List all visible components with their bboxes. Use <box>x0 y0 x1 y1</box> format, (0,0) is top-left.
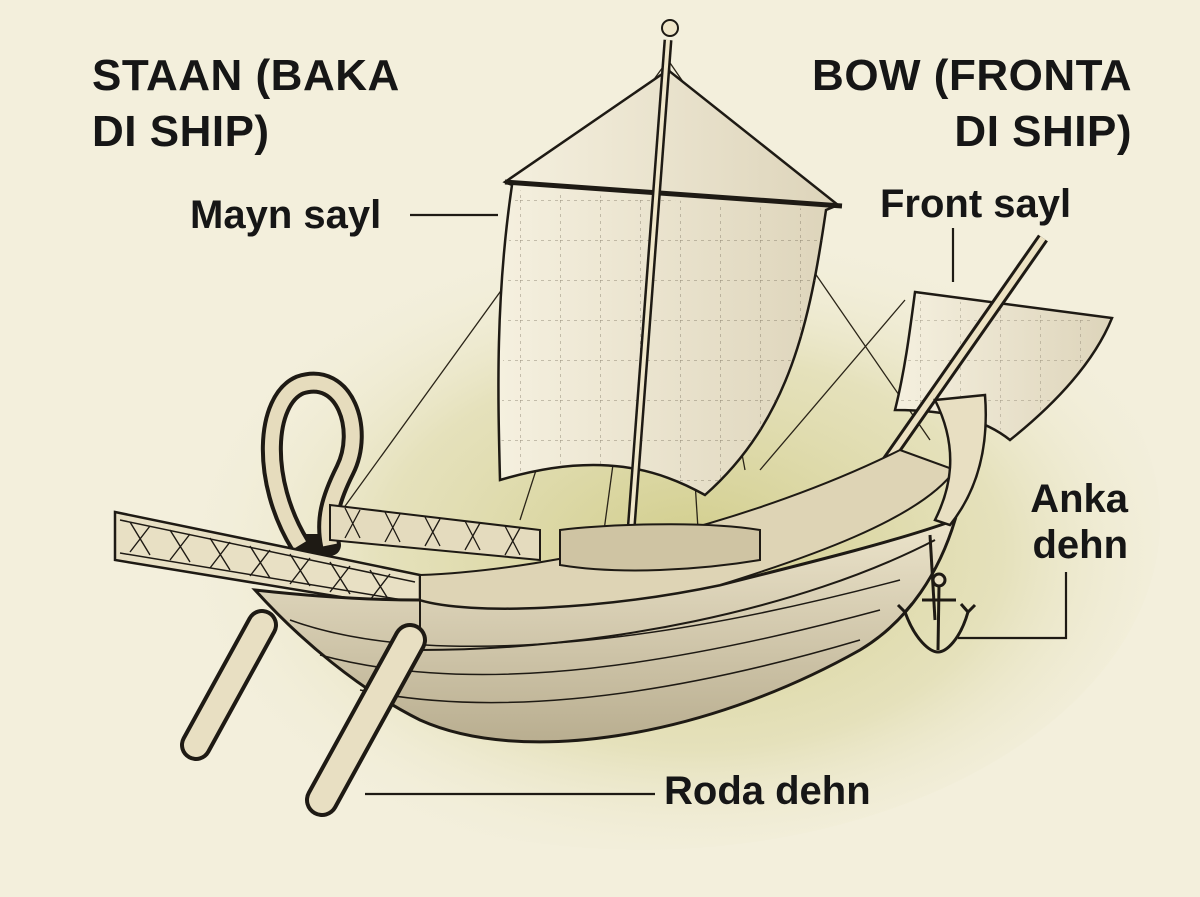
bow-heading-line-1: BOW (FRONTA <box>812 51 1132 100</box>
stern-heading: STAAN (BAKA DI SHIP) <box>92 48 400 160</box>
stern-heading-line-1: STAAN (BAKA <box>92 51 400 100</box>
anchor-icon <box>896 534 977 654</box>
anchor-label: Anka dehn <box>1030 476 1128 568</box>
bow-heading-line-2: DI SHIP) <box>954 107 1132 156</box>
leader-anchor <box>958 572 1068 640</box>
anchor-label-line-2: dehn <box>1032 523 1128 567</box>
rudder-label: Roda dehn <box>664 769 871 813</box>
anchor-label-line-1: Anka <box>1030 477 1128 521</box>
steering-oars <box>180 609 427 817</box>
mast-top <box>661 19 679 37</box>
hull <box>251 393 987 744</box>
leader-lines <box>365 213 1068 796</box>
main-sail <box>497 68 843 497</box>
fore-sail-label: Front sayl <box>880 182 1072 226</box>
bow-heading: BOW (FRONTA DI SHIP) <box>812 48 1132 160</box>
stern-heading-line-2: DI SHIP) <box>92 107 270 156</box>
main-sail-label: Mayn sayl <box>190 193 382 237</box>
